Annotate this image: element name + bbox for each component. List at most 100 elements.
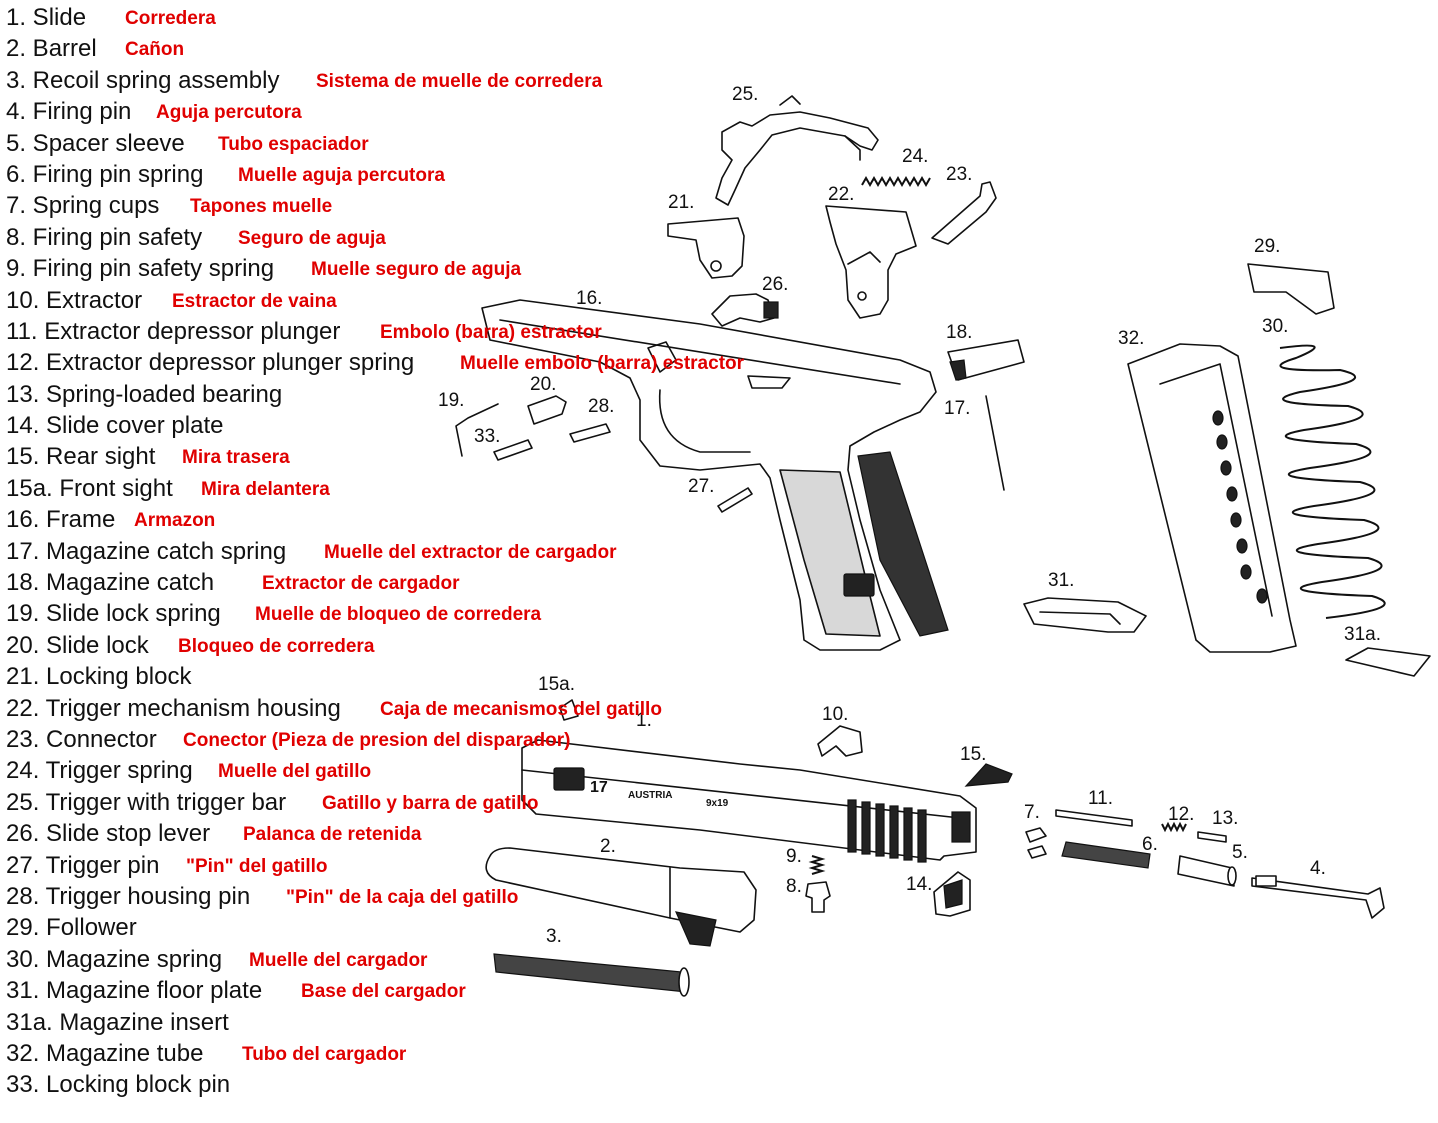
part-frame: [481, 299, 949, 651]
part-magazine-catch: [947, 339, 1025, 381]
callout-7: 7.: [1024, 802, 1040, 823]
callout-5: 5.: [1232, 842, 1248, 863]
part-locking-block-pin: [493, 439, 533, 461]
legend-row: 28. Trigger housing pin"Pin" de la caja …: [6, 881, 726, 912]
legend-row: 4. Firing pin Aguja percutora: [6, 96, 726, 127]
legend-part-name: 4. Firing pin: [6, 98, 132, 126]
part-extractor-plunger: [1055, 809, 1133, 827]
part-firing-pin-safety: [805, 881, 831, 913]
callout-16: 16.: [576, 288, 602, 309]
callout-23: 23.: [946, 164, 972, 185]
legend-part-name: 12. Extractor depressor plunger spring: [6, 349, 415, 377]
part-rear-sight: [964, 763, 1013, 787]
legend-part-translation: Aguja percutora: [156, 102, 302, 124]
callout-11: 11.: [1088, 788, 1113, 809]
part-firing-pin: [1251, 875, 1385, 919]
legend-row: 29. Follower: [6, 912, 726, 943]
legend-part-translation: Tubo espaciador: [218, 133, 369, 155]
legend-row: 27. Trigger pin"Pin" del gatillo: [6, 850, 726, 881]
legend-part-translation: Embolo (barra) estractor: [380, 321, 602, 343]
legend-row: 5. Spacer sleeve Tubo espaciador: [6, 128, 726, 159]
callout-26: 26.: [762, 274, 788, 295]
legend-part-name: 5. Spacer sleeve: [6, 129, 185, 157]
legend-part-translation: Muelle del gatillo: [218, 761, 372, 783]
legend-part-translation: Estractor de vaina: [172, 290, 337, 312]
callout-6: 6.: [1142, 834, 1158, 855]
part-magazine-insert: [1345, 647, 1431, 677]
legend-part-translation: Caja de mecanismos del gatillo: [380, 698, 662, 720]
part-extractor: [817, 725, 863, 757]
callout-3: 3.: [546, 926, 562, 947]
callout-21: 21.: [668, 192, 694, 213]
callout-30: 30.: [1262, 316, 1288, 337]
legend-part-name: 13. Spring-loaded bearing: [6, 380, 283, 408]
part-locking-block: [667, 217, 745, 279]
legend-part-name: 33. Locking block pin: [6, 1071, 231, 1099]
part-slide: 17 AUSTRIA 9x19: [521, 739, 977, 863]
legend-part-name: 16. Frame: [6, 506, 116, 534]
legend-part-translation: Mira trasera: [182, 447, 290, 469]
part-spring-cups: [1025, 827, 1047, 859]
legend-part-name: 15a. Front sight: [6, 474, 173, 502]
part-spring-loaded-bearing: [1197, 831, 1227, 843]
legend-part-name: 23. Connector: [6, 725, 157, 753]
part-magazine-tube: [1127, 343, 1297, 653]
legend-part-name: 24. Trigger spring: [6, 757, 193, 785]
callout-27: 27.: [688, 476, 714, 497]
callout-25: 25.: [732, 84, 758, 105]
part-extractor-plunger-spring: [1161, 821, 1187, 833]
legend-row: 16. Frame Armazon: [6, 504, 726, 535]
part-trigger-with-bar: [715, 95, 879, 206]
legend-part-translation: Armazon: [134, 510, 216, 532]
legend-part-translation: Sistema de muelle de corredera: [316, 70, 603, 92]
part-trigger-housing: [825, 205, 917, 319]
legend-part-translation: Gatillo y barra de gatillo: [322, 792, 539, 814]
part-spacer-sleeve: [1177, 855, 1237, 887]
legend-part-name: 31a. Magazine insert: [6, 1008, 229, 1036]
legend-part-name: 2. Barrel: [6, 35, 97, 63]
legend-part-translation: Muelle embolo (barra) estractor: [460, 353, 745, 375]
legend-part-name: 31. Magazine floor plate: [6, 977, 263, 1005]
part-slide-lock-spring: [455, 403, 499, 457]
callout-28: 28.: [588, 396, 614, 417]
legend-part-name: 6. Firing pin spring: [6, 160, 204, 188]
legend-part-name: 26. Slide stop lever: [6, 820, 211, 848]
legend-part-name: 28. Trigger housing pin: [6, 882, 251, 910]
legend-part-translation: Muelle del extractor de cargador: [324, 541, 617, 563]
callout-33: 33.: [474, 426, 500, 447]
callout-32: 32.: [1118, 328, 1144, 349]
part-firing-pin-safety-spring: [808, 855, 826, 875]
callout-17: 17.: [944, 398, 970, 419]
callout-14: 14.: [906, 874, 932, 895]
legend-part-name: 18. Magazine catch: [6, 569, 215, 597]
legend-part-name: 22. Trigger mechanism housing: [6, 694, 341, 722]
legend-row: 22. Trigger mechanism housing Caja de mec…: [6, 693, 726, 724]
legend-part-name: 9. Firing pin safety spring: [6, 255, 275, 283]
callout-15a: 15a.: [538, 674, 575, 695]
legend-row: 24. Trigger spring Muelle del gatillo: [6, 755, 726, 786]
legend-row: 12. Extractor depressor plunger spring Mu…: [6, 347, 744, 378]
legend-part-translation: Corredera: [125, 8, 216, 29]
legend-part-name: 27. Trigger pin: [6, 851, 160, 879]
part-barrel: [485, 847, 757, 947]
legend-part-name: 21. Locking block: [6, 663, 192, 691]
callout-18: 18.: [946, 322, 972, 343]
legend-part-name: 29. Follower: [6, 914, 137, 942]
callout-22: 22.: [828, 184, 854, 205]
part-slide-stop-lever: [711, 293, 779, 327]
callout-19: 19.: [438, 390, 464, 411]
legend-part-name: 7. Spring cups: [6, 192, 160, 220]
legend-part-translation: Extractor de cargador: [262, 573, 460, 595]
callout-12: 12.: [1168, 804, 1194, 825]
